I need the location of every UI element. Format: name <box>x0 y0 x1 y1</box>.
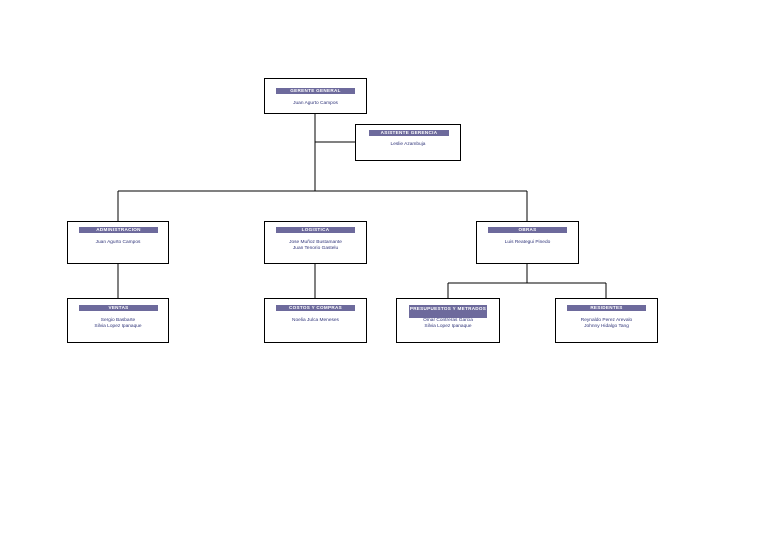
node-ventas: VENTAS Sergio Basbarte Silvia Lopez Ipan… <box>67 298 169 343</box>
node-gerente-general: GERENTE GENERAL Juan Agurto Campos <box>264 78 367 114</box>
node-asistente-gerencia: ASISTENTE GERENCIA Leslie Azambuja <box>355 124 461 161</box>
node-title: RESIDENTES <box>567 305 646 311</box>
node-title: VENTAS <box>79 305 158 311</box>
node-person: Johnny Hidalgo Tang <box>584 324 629 329</box>
node-names: Reynaldo Perez Arevalo Johnny Hidalgo Ta… <box>556 318 657 330</box>
node-person: Juan Agurto Campos <box>293 101 338 106</box>
node-person: Juan Tenorio Gastelu <box>292 246 339 251</box>
node-person: Luis Reategui Pinedo <box>504 240 551 245</box>
node-person: Silvia Lopez Ipanaque <box>94 324 142 329</box>
node-person: Juan Agurto Campos <box>95 240 141 245</box>
node-person: Jose Muñoz Bustamante <box>289 240 342 245</box>
node-names: Juan Agurto Campos <box>68 240 168 246</box>
node-title: COSTOS Y COMPRAS <box>276 305 355 311</box>
node-person: Sergio Basbarte <box>100 318 136 323</box>
node-names: Leslie Azambuja <box>356 142 460 148</box>
node-presupuestos-y-metrados: PRESUPUESTOS Y METRADOS Omar Contreras G… <box>396 298 500 343</box>
node-title: OBRAS <box>488 227 567 233</box>
node-person: Reynaldo Perez Arevalo <box>580 318 633 323</box>
node-names: Sergio Basbarte Silvia Lopez Ipanaque <box>68 318 168 330</box>
node-names: Juan Agurto Campos <box>265 101 366 107</box>
node-names: Jose Muñoz Bustamante Juan Tenorio Gaste… <box>265 240 366 252</box>
node-names: Omar Contreras Garcia Silvia Lopez Ipana… <box>397 318 499 330</box>
node-costos-y-compras: COSTOS Y COMPRAS Noelia Julca Meneses <box>264 298 367 343</box>
node-person: Omar Contreras Garcia <box>423 318 473 323</box>
node-person: Silvia Lopez Ipanaque <box>424 324 472 329</box>
node-residentes: RESIDENTES Reynaldo Perez Arevalo Johnny… <box>555 298 658 343</box>
node-person: Noelia Julca Meneses <box>292 318 339 323</box>
node-title: ASISTENTE GERENCIA <box>369 130 449 136</box>
node-title: PRESUPUESTOS Y METRADOS <box>409 305 487 318</box>
node-names: Noelia Julca Meneses <box>265 318 366 324</box>
node-administracion: ADMINISTRACION Juan Agurto Campos <box>67 221 169 264</box>
node-title: GERENTE GENERAL <box>276 88 355 94</box>
node-person: Leslie Azambuja <box>390 142 426 147</box>
node-title: ADMINISTRACION <box>79 227 158 233</box>
node-names: Luis Reategui Pinedo <box>477 240 578 246</box>
node-logistica: LOGISTICA Jose Muñoz Bustamante Juan Ten… <box>264 221 367 264</box>
node-obras: OBRAS Luis Reategui Pinedo <box>476 221 579 264</box>
node-title: LOGISTICA <box>276 227 355 233</box>
